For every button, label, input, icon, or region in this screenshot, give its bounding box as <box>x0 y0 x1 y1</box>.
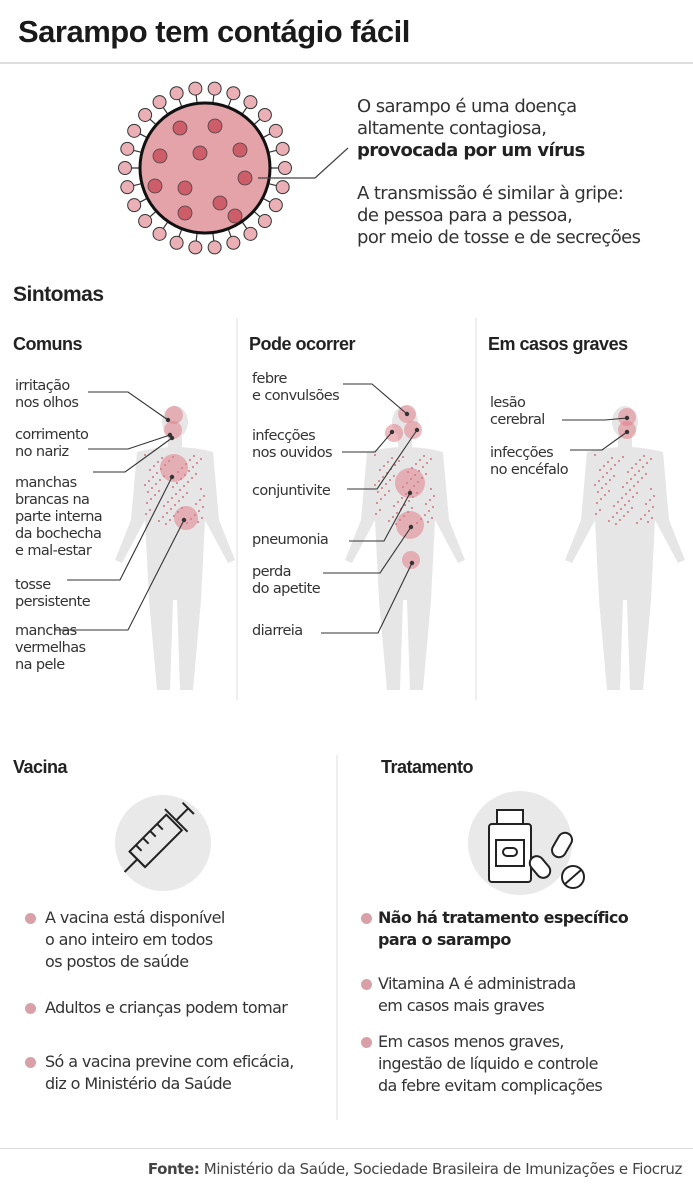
divider <box>0 62 693 64</box>
vaccine-bullet: Adultos e crianças podem tomar <box>45 998 288 1017</box>
symptom-label: infecções nos ouvidos <box>252 428 333 461</box>
leader-line <box>343 383 408 415</box>
leader-line <box>55 519 185 631</box>
intro-line: altamente contagiosa, <box>357 118 547 139</box>
intro-paragraph-2: A transmissão é similar à gripe: de pess… <box>357 183 641 249</box>
treatment-bullet-bold: Não há tratamento específico para o sara… <box>378 908 629 949</box>
leader-line <box>88 434 171 450</box>
symptom-label: corrimento no nariz <box>15 427 89 460</box>
symptoms-heading: Sintomas <box>13 283 104 306</box>
symptom-label: perda do apetite <box>252 564 321 597</box>
human-body-silhouette <box>565 406 685 690</box>
leader-line <box>342 431 393 453</box>
symptom-label: tosse persistente <box>15 577 91 610</box>
treatment-title: Tratamento <box>381 757 474 777</box>
affected-area-marker <box>174 506 198 530</box>
leader-line <box>562 417 628 421</box>
leader-dot <box>181 517 187 523</box>
leader-dot <box>414 427 420 433</box>
affected-area-marker <box>385 424 403 442</box>
bullet-icon <box>25 1003 36 1014</box>
leader-line <box>349 492 411 542</box>
affected-area-marker <box>395 468 425 498</box>
bullet-icon <box>25 913 36 924</box>
symptom-label: irritação nos olhos <box>15 378 79 411</box>
leader-line <box>88 391 169 421</box>
leader-dot <box>404 411 410 417</box>
symptom-label: manchas brancas na parte interna da boch… <box>15 475 103 559</box>
column-title-may-occur: Pode ocorrer <box>249 334 356 354</box>
leader-dot <box>624 429 630 435</box>
virus-icon <box>118 81 292 255</box>
leader-dot <box>408 524 414 530</box>
treatment-bullet: Vitamina A é administrada em casos mais … <box>378 974 576 1015</box>
intro-line: de pessoa para a pessoa, <box>357 205 573 226</box>
bullet-icon <box>361 979 372 990</box>
affected-area-marker <box>160 454 188 482</box>
intro-line: A transmissão é similar à gripe: <box>357 183 624 204</box>
leader-dot <box>169 474 175 480</box>
leader-dot <box>389 429 395 435</box>
symptom-label: pneumonia <box>252 532 329 548</box>
leader-line <box>323 526 412 574</box>
vaccine-bullet: Só a vacina previne com eficácia, diz o … <box>45 1052 294 1093</box>
leader-line <box>570 431 628 451</box>
human-body-silhouette <box>115 406 235 690</box>
leader-dot <box>169 435 175 441</box>
syringe-icon <box>115 795 211 891</box>
leader-line <box>93 437 173 473</box>
bullet-icon <box>25 1057 36 1068</box>
column-title-severe: Em casos graves <box>488 334 628 354</box>
leader-line <box>67 476 173 581</box>
affected-area-marker <box>404 421 422 439</box>
leader-line <box>321 562 413 634</box>
bullet-icon <box>361 1037 372 1048</box>
symptom-label: manchas vermelhas na pele <box>15 623 86 673</box>
symptom-label: conjuntivite <box>252 483 331 499</box>
leader-line <box>347 429 418 490</box>
intro-line: O sarampo é uma doença <box>357 96 577 117</box>
symptom-label: febre e convulsões <box>252 371 340 404</box>
column-title-common: Comuns <box>13 334 83 354</box>
vaccine-title: Vacina <box>13 757 68 777</box>
intro-line: por meio de tosse e de secreções <box>357 227 641 248</box>
bullet-icon <box>361 913 372 924</box>
leader-dot <box>407 490 413 496</box>
vaccine-bullet: A vacina está disponível o ano inteiro e… <box>45 908 225 971</box>
source-text: Ministério da Saúde, Sociedade Brasileir… <box>199 1160 683 1178</box>
leader-dot <box>624 415 630 421</box>
symptom-label: diarreia <box>252 623 303 639</box>
pill-bottle-icon <box>468 791 585 895</box>
source-credit: Fonte: Ministério da Saúde, Sociedade Br… <box>147 1160 683 1178</box>
symptom-label: infecções no encéfalo <box>490 445 569 478</box>
affected-area-marker <box>402 551 420 569</box>
leader-dot <box>409 560 415 566</box>
affected-area-marker <box>396 511 424 539</box>
leader-dot <box>165 417 171 423</box>
intro-bold-line: provocada por um vírus <box>357 140 585 161</box>
treatment-bullet: Em casos menos graves, ingestão de líqui… <box>378 1032 603 1095</box>
footer-divider <box>0 1148 693 1149</box>
source-label: Fonte: <box>147 1160 200 1178</box>
page-title: Sarampo tem contágio fácil <box>18 14 410 49</box>
intro-paragraph-1: O sarampo é uma doença altamente contagi… <box>357 96 585 162</box>
symptom-label: lesão cerebral <box>490 395 545 428</box>
